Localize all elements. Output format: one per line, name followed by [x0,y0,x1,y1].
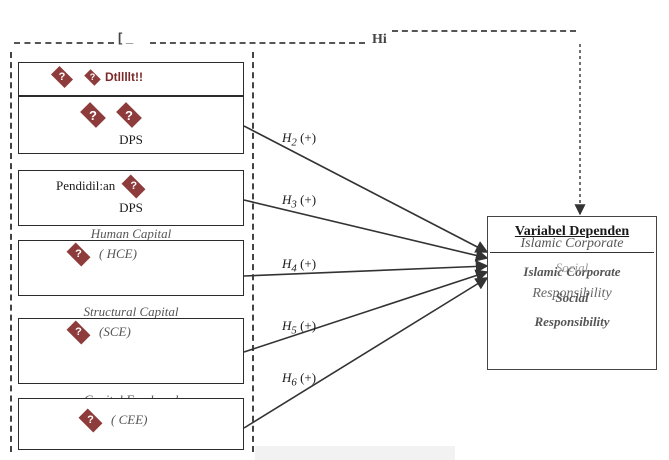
diamond-question-icon: ? [116,102,142,128]
arrow-h3 [243,199,489,262]
diamond-question-icon: ? [84,68,101,86]
hypothesis-h3: H3 (+) [282,192,317,211]
ce-content: ? ( CEE) [78,408,148,432]
top-label-content: ? ? Dtllllt!! [50,65,143,89]
dependent-line2: Responsibility [532,286,612,301]
dependent-box [487,216,657,370]
arrow-h5 [243,269,489,353]
arrow-h4 [243,260,489,277]
arrow-h2 [243,125,489,253]
hc-title: Human Capital [90,226,172,241]
dependent-line3: Responsibility [534,314,610,329]
hc-abbr: ( HCE) [99,246,137,261]
sc-box [18,318,244,384]
hypothesis-h2: H2 (+) [282,130,317,149]
ce-abbr: ( CEE) [111,412,148,427]
hc-content: ? ( HCE) [66,242,137,266]
top-dashed-line-mid [150,42,365,44]
dps-icons: ? ? [80,102,142,128]
pendidikan-line1: Pendidil:an ? [56,174,146,198]
dependent-line1b: Social [555,260,589,275]
pendidikan-dps-label: DPS [119,200,143,215]
top-dashed-line-right [392,30,576,32]
dps-label: DPS [119,132,143,147]
diamond-question-icon: ? [66,242,91,266]
dependent-divider [490,252,654,253]
diamond-question-icon: ? [78,408,103,432]
hypothesis-h4: H4 (+) [282,256,317,275]
independent-group-frame [10,52,254,452]
pendidikan-text: Pendidil:an [56,178,116,193]
hypothesis-h6: H6 (+) [282,370,317,389]
diamond-question-icon: ? [50,65,74,89]
top-dashed-line-left [14,42,114,44]
dependent-line2b: Social [555,290,589,305]
sc-abbr: (SCE) [99,324,131,339]
top-label-text: Dtllllt!! [105,70,143,84]
dependent-overlap-line: Islamic Corporate [520,236,624,251]
dependent-line1: Islamic Corporate [523,264,621,279]
diamond-question-icon: ? [66,320,91,344]
hypothesis-h5: H5 (+) [282,318,317,337]
sc-content: ? (SCE) [66,320,131,344]
header-bracket-label: [ _ [118,30,134,45]
dependent-title: Variabel Dependen [514,224,630,239]
sc-title: Structural Capital [83,304,179,319]
header-hi-label: Hi [372,32,387,47]
diamond-question-icon: ? [121,174,146,198]
diamond-question-icon: ? [80,102,106,128]
hc-box [18,240,244,296]
bottom-shade [255,446,455,460]
arrow-h6 [243,277,489,429]
ce-box [18,398,244,450]
